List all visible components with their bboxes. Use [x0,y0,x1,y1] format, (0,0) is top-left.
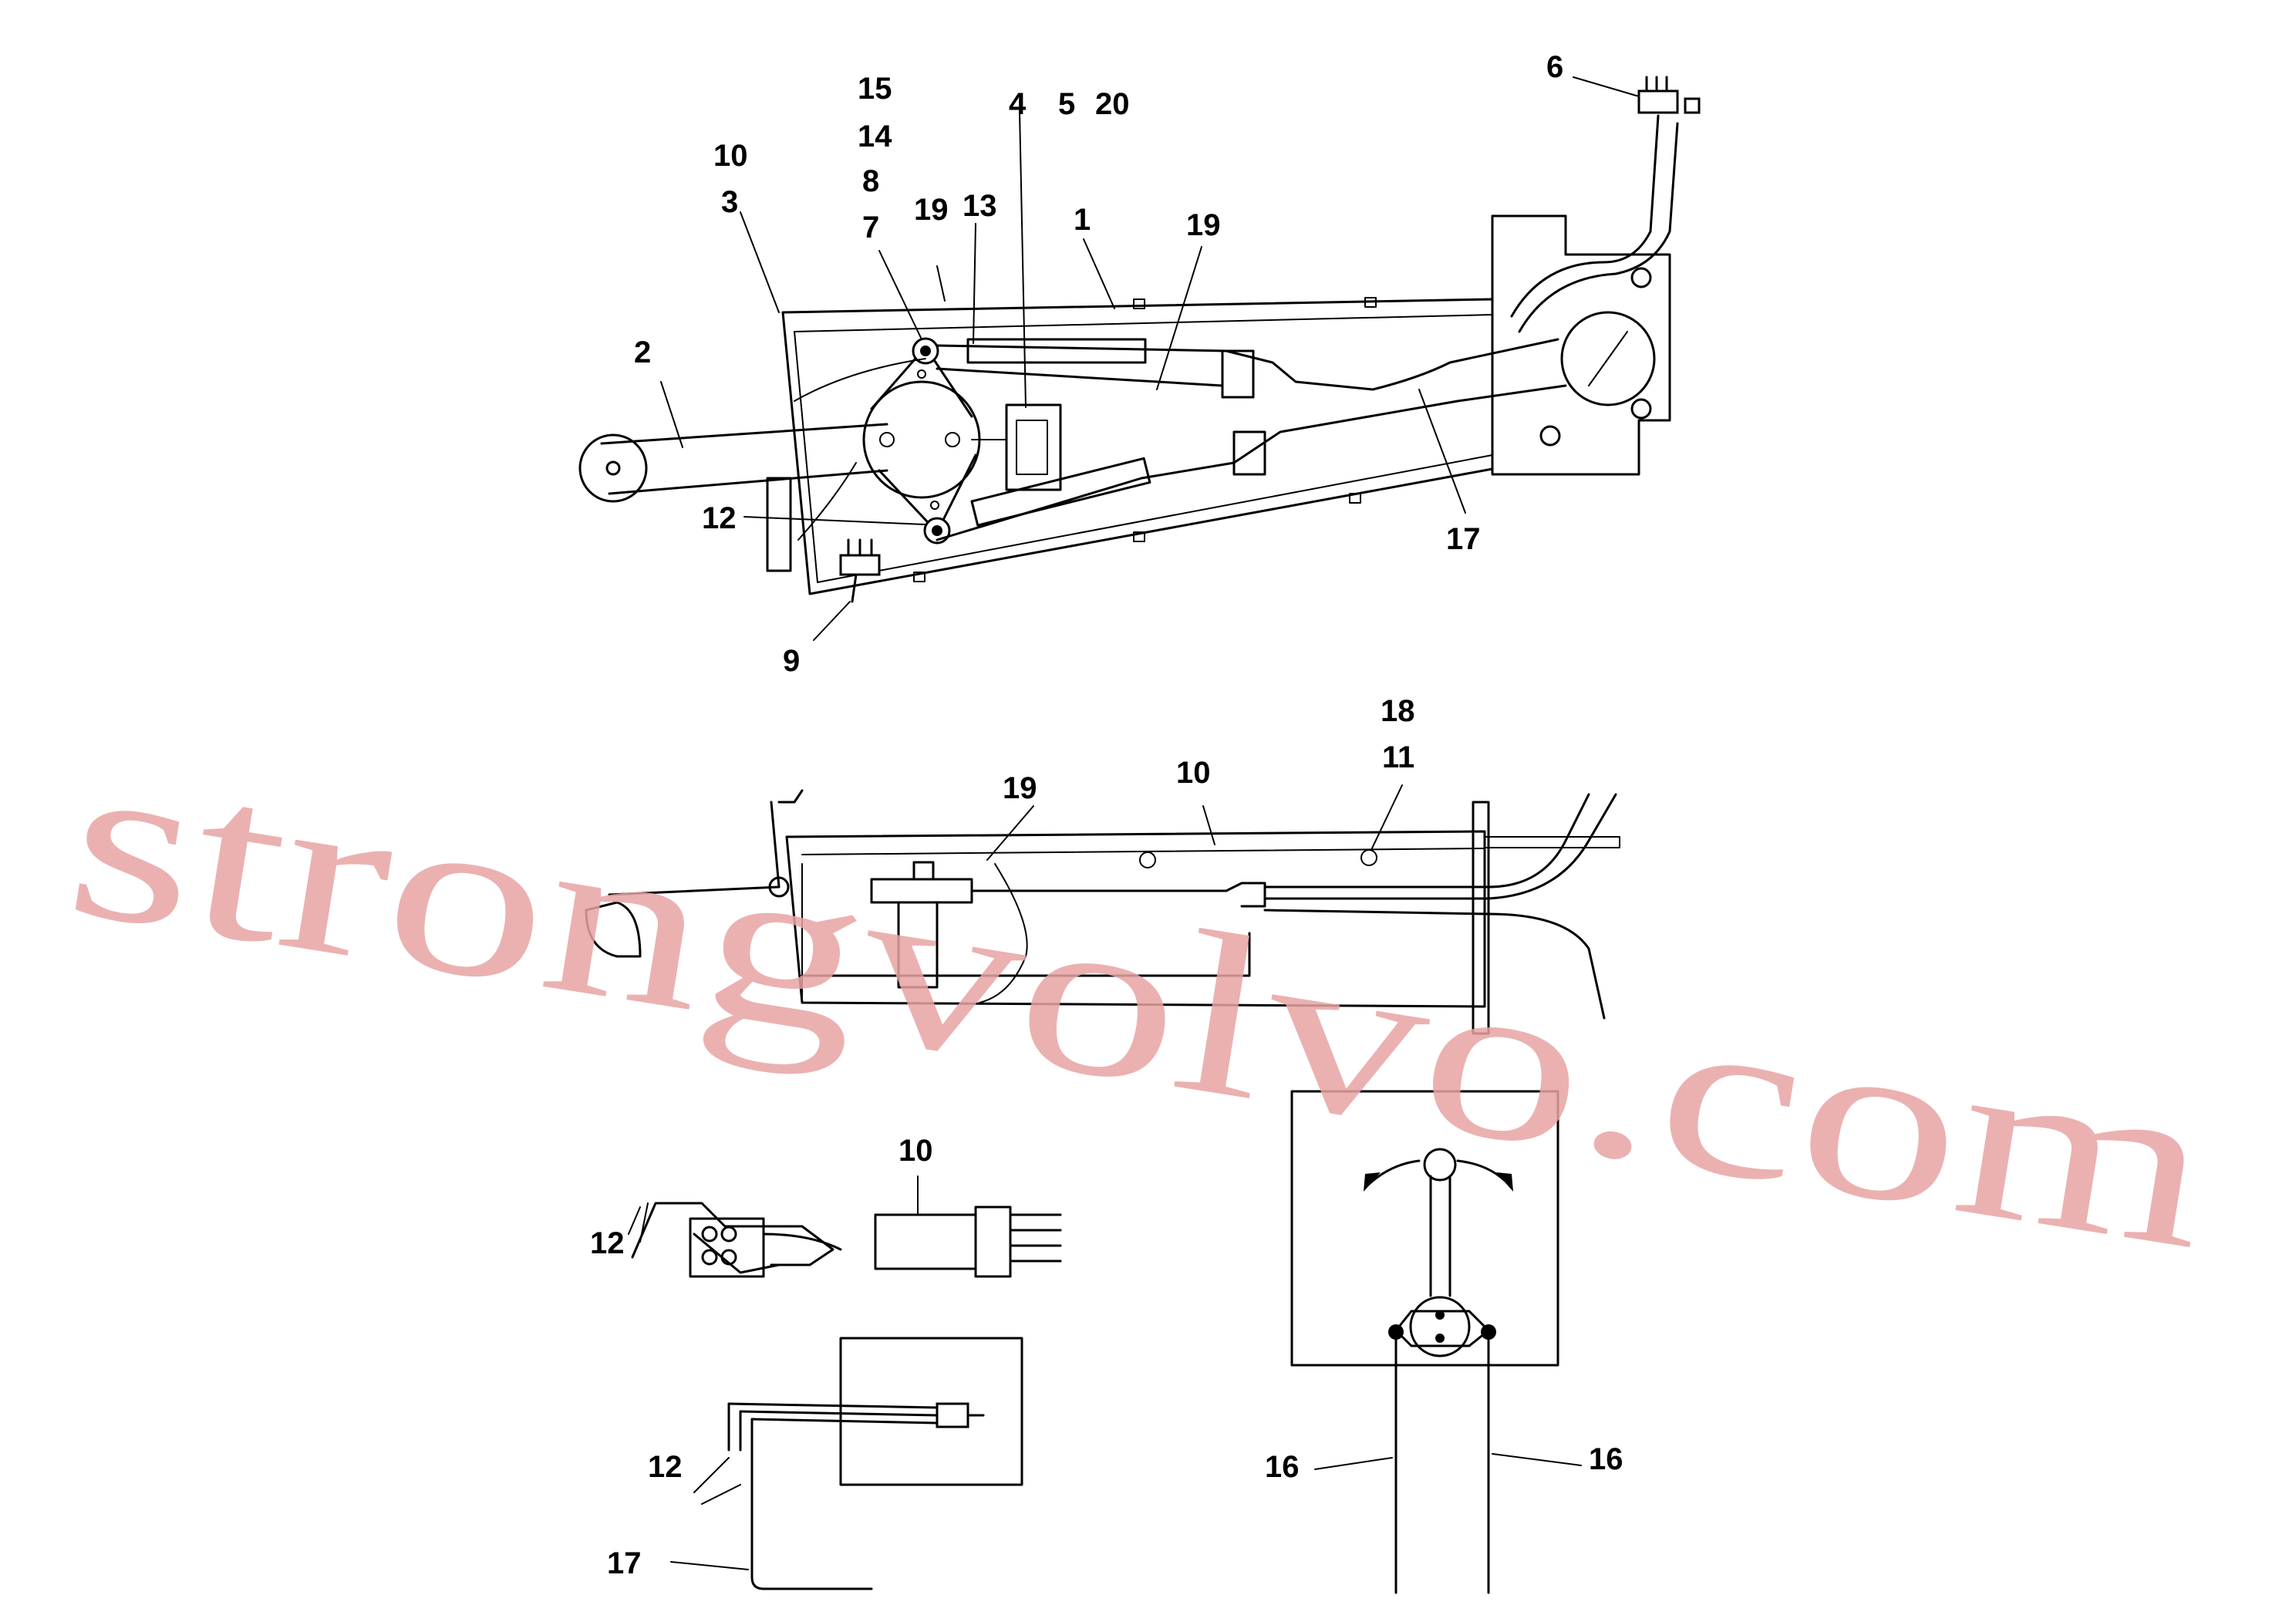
callout-19-side: 19 [1003,771,1037,805]
callout-1: 1 [1074,203,1091,237]
lever-detail [1290,1090,1559,1594]
watermark: strongvolvo.com [54,706,2227,1298]
callout-7: 7 [862,211,879,244]
callout-16-right: 16 [1589,1442,1623,1476]
callout-19-top-right: 19 [1186,208,1221,242]
callout-17-switch: 17 [607,1546,642,1580]
connector-detail-12 [631,1202,842,1278]
callout-18: 18 [1381,694,1415,728]
callout-14: 14 [858,120,892,153]
callout-10-top: 10 [713,139,748,173]
callout-17-top: 17 [1446,522,1481,556]
callout-12-connector: 12 [590,1226,625,1260]
callout-8: 8 [862,164,879,198]
callout-labels: 15 14 8 7 10 3 19 13 4 5 20 1 19 6 2 12 … [590,50,1623,1580]
callout-19-top-left: 19 [914,193,949,227]
connector-detail-10 [874,1206,1062,1278]
callout-10-side: 10 [1176,756,1211,790]
callout-20: 20 [1095,87,1130,121]
leader-lines [628,76,1640,1570]
callout-2: 2 [634,336,651,369]
callout-6: 6 [1546,50,1563,84]
callout-13: 13 [963,189,997,223]
callout-9: 9 [783,644,800,678]
callout-16-left: 16 [1265,1450,1300,1484]
callout-12-switch: 12 [648,1450,683,1484]
callout-10-connector: 10 [899,1134,933,1168]
switch-detail [727,1337,1023,1590]
callout-11: 11 [1382,740,1414,774]
callout-15: 15 [858,72,892,106]
callout-3: 3 [721,185,738,219]
callout-12-top: 12 [702,501,737,535]
callout-5: 5 [1058,87,1075,121]
top-view-assembly [578,76,1701,603]
callout-4: 4 [1009,87,1027,121]
